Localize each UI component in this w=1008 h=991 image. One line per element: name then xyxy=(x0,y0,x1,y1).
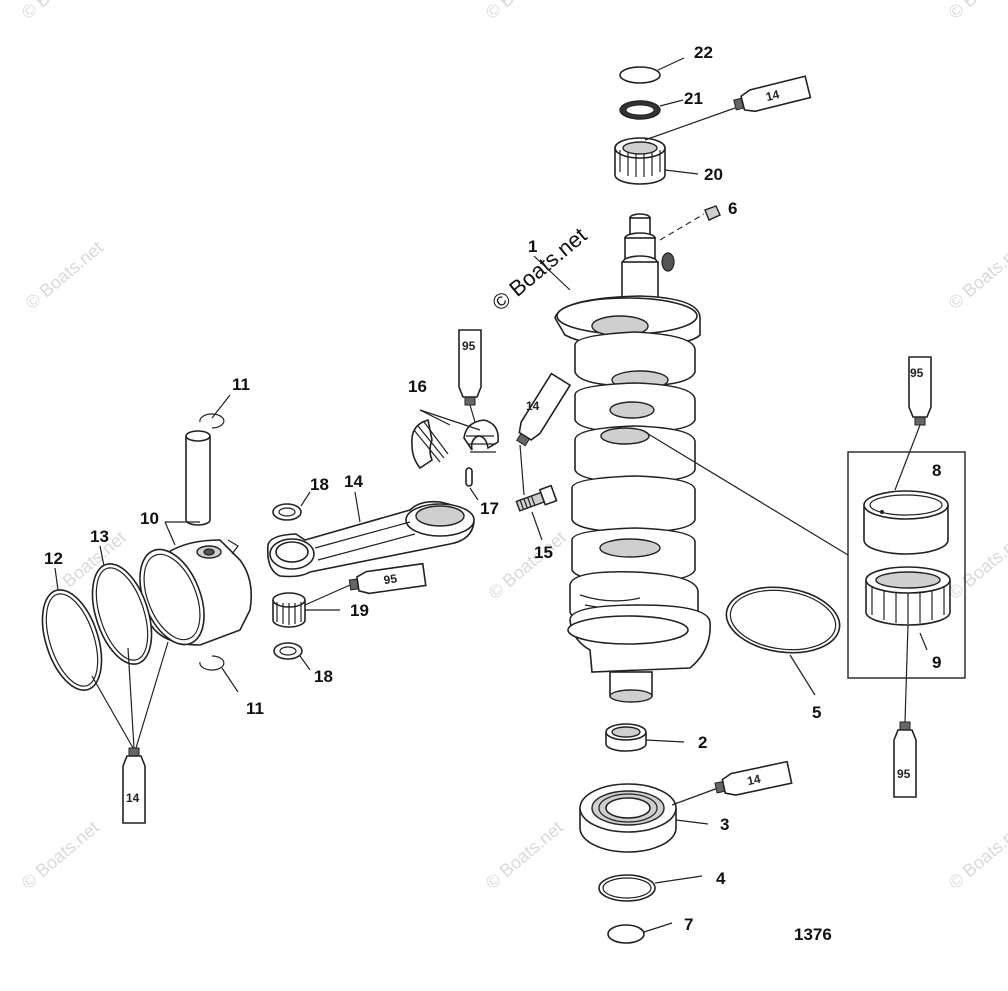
watermark: © Boats.net xyxy=(945,237,1008,313)
part-20-needle-bearing xyxy=(614,137,666,185)
part-6-woodruff-key xyxy=(704,205,721,221)
part-11-circlip-top xyxy=(199,413,225,429)
part-17-dowel-pin xyxy=(465,467,473,487)
part-16-bearing-halves xyxy=(411,418,500,470)
piston xyxy=(139,539,253,646)
callout-8: 8 xyxy=(932,461,941,480)
tube-label: 95 xyxy=(910,366,924,380)
tube-label: 14 xyxy=(746,772,762,789)
grease-tube-14: 14 xyxy=(733,75,812,113)
callout-18-top: 18 xyxy=(310,475,329,494)
part-group-box xyxy=(847,451,966,679)
part-8-sleeve xyxy=(863,490,949,555)
callout-3: 3 xyxy=(720,815,729,834)
tube-label: 95 xyxy=(383,571,398,587)
part-14-connecting-rod xyxy=(266,500,475,578)
callout-16: 16 xyxy=(408,377,427,396)
callout-6: 6 xyxy=(728,199,737,218)
part-3-ball-bearing xyxy=(579,783,677,853)
part-12-piston-ring xyxy=(41,589,103,691)
callout-1: 1 xyxy=(528,237,537,256)
callout-4: 4 xyxy=(716,869,726,888)
part-10-piston-pin xyxy=(185,430,211,526)
watermarks: © Boats.net © Boats.net © Boats.net © Bo… xyxy=(18,0,1008,893)
tube-label: 14 xyxy=(764,87,781,104)
tube-label: 95 xyxy=(897,767,911,781)
callout-21: 21 xyxy=(684,89,703,108)
callout-2: 2 xyxy=(698,733,707,752)
callout-13: 13 xyxy=(90,527,109,546)
part-18-thrust-washer-top xyxy=(272,503,302,521)
callout-22: 22 xyxy=(694,43,713,62)
callout-9: 9 xyxy=(932,653,941,672)
grease-tube-95: 95 xyxy=(348,562,427,595)
callout-7: 7 xyxy=(684,915,693,934)
part-18-thrust-washer-bottom xyxy=(273,642,303,660)
tube-label: 95 xyxy=(462,339,476,353)
part-1-crankshaft xyxy=(554,213,711,703)
grease-tube-95: 95 xyxy=(908,356,932,426)
watermark: © Boats.net xyxy=(18,0,103,23)
part-19-needle-bearing xyxy=(272,592,306,628)
watermark: © Boats.net xyxy=(482,817,567,893)
part-4-retaining-ring xyxy=(598,874,656,902)
grease-tube-14: 14 xyxy=(714,760,793,796)
callout-12: 12 xyxy=(44,549,63,568)
callout-11-bottom: 11 xyxy=(246,699,264,718)
callout-19: 19 xyxy=(350,601,369,620)
part-11-circlip-bottom xyxy=(199,655,225,671)
callout-17: 17 xyxy=(480,499,499,518)
grease-tube-95: 95 xyxy=(893,721,917,798)
tube-label: 14 xyxy=(526,399,540,413)
callout-15: 15 xyxy=(534,543,553,562)
center-watermark: © Boats.net xyxy=(487,223,591,316)
watermark: © Boats.net xyxy=(18,817,103,893)
watermark: © Boats.net xyxy=(22,237,107,313)
watermark: © Boats.net xyxy=(945,0,1008,23)
watermark: © Boats.net xyxy=(485,527,570,603)
callout-10: 10 xyxy=(140,509,159,528)
part-9-roller-bearing xyxy=(865,566,951,626)
diagram-id: 1376 xyxy=(794,925,832,944)
grease-tube-95: 95 xyxy=(458,329,482,406)
part-15-rod-bolt xyxy=(515,484,558,512)
callout-14: 14 xyxy=(344,472,363,491)
grease-tube-14: 14 xyxy=(516,372,572,447)
part-2-bearing-race xyxy=(605,723,647,752)
watermark: © Boats.net xyxy=(482,0,567,23)
watermark: © Boats.net xyxy=(945,817,1008,893)
callout-5: 5 xyxy=(812,703,821,722)
part-22-oring xyxy=(619,66,661,84)
callout-11-top: 11 xyxy=(232,375,250,394)
part-13-piston-ring xyxy=(91,563,153,665)
part-21-seal xyxy=(619,100,661,120)
callout-labels: 1 2 3 4 5 6 7 8 9 10 11 11 12 13 14 15 1… xyxy=(44,43,941,944)
part-5-oring xyxy=(725,586,841,654)
part-7-ring xyxy=(607,924,645,944)
callout-18-bottom: 18 xyxy=(314,667,333,686)
tube-label: 14 xyxy=(126,791,140,805)
grease-tube-14: 14 xyxy=(122,747,146,824)
callout-20: 20 xyxy=(704,165,723,184)
watermark: © Boats.net xyxy=(945,527,1008,603)
